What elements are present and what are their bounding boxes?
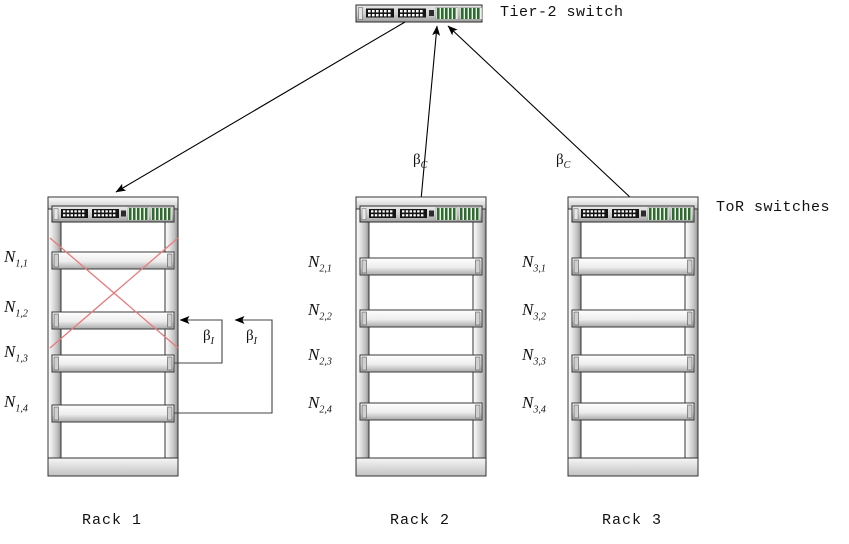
node-label-3-4: N3,4 [522, 393, 546, 415]
rack-1-server-4[interactable] [51, 404, 175, 423]
node-subscript: 2,4 [319, 404, 332, 416]
node-label-2-2: N2,2 [308, 300, 332, 322]
tier2-switch-label: Tier-2 switch [500, 4, 624, 21]
node-subscript: 3,3 [533, 356, 546, 368]
rack-3[interactable] [567, 196, 699, 477]
rack-2-server-1[interactable] [359, 257, 483, 276]
node-letter: N [522, 393, 534, 412]
node-subscript: 2,1 [319, 263, 332, 275]
node-label-1-2: N1,2 [4, 297, 28, 319]
node-letter: N [4, 297, 16, 316]
beta-symbol: β [556, 152, 564, 168]
node-label-1-1: N1,1 [4, 247, 28, 269]
node-subscript: 3,4 [533, 404, 546, 416]
beta-i-inner-label: βI [203, 328, 214, 347]
node-subscript: 1,2 [15, 308, 28, 320]
link-rack3-tier2 [447, 25, 634, 201]
rack-3-server-1[interactable] [571, 257, 695, 276]
rack-2-caption: Rack 2 [390, 512, 451, 529]
node-subscript: 3,1 [533, 263, 546, 275]
beta-c-rack2-label: βC [413, 152, 427, 171]
node-subscript: 3,2 [533, 311, 546, 323]
rack-1-server-1[interactable] [51, 251, 175, 270]
node-letter: N [522, 252, 534, 271]
rack-3-caption: Rack 3 [602, 512, 663, 529]
node-letter: N [308, 300, 320, 319]
link-tier2-rack1 [115, 21, 406, 193]
node-label-1-4: N1,4 [4, 392, 28, 414]
node-subscript: 2,3 [319, 356, 332, 368]
rack-2-server-4[interactable] [359, 402, 483, 421]
rack-3-server-3[interactable] [571, 354, 695, 373]
rack-1-caption: Rack 1 [82, 512, 143, 529]
node-label-3-2: N3,2 [522, 300, 546, 322]
node-subscript: 1,3 [15, 353, 28, 365]
node-label-3-3: N3,3 [522, 345, 546, 367]
node-letter: N [522, 345, 534, 364]
rack-1-failure-cross [49, 237, 179, 349]
beta-subscript: I [210, 336, 214, 347]
beta-subscript: C [563, 160, 571, 171]
node-label-3-1: N3,1 [522, 252, 546, 274]
beta-i-inner-path [174, 316, 223, 364]
node-label-1-3: N1,3 [4, 342, 28, 364]
node-subscript: 2,2 [319, 311, 332, 323]
rack-3-server-4[interactable] [571, 402, 695, 421]
node-letter: N [4, 247, 16, 266]
rack-1-server-3[interactable] [51, 354, 175, 373]
node-letter: N [308, 393, 320, 412]
beta-symbol: β [413, 152, 421, 168]
beta-i-outer-label: βI [246, 328, 257, 347]
rack-1-server-2[interactable] [51, 311, 175, 330]
rack-3-tor-switch[interactable] [571, 205, 695, 223]
link-rack2-tier2 [420, 25, 441, 201]
node-label-2-4: N2,4 [308, 393, 332, 415]
rack-2-server-2[interactable] [359, 309, 483, 328]
node-letter: N [308, 252, 320, 271]
beta-symbol: β [246, 328, 254, 344]
tier2-switch[interactable] [355, 4, 483, 23]
beta-symbol: β [203, 328, 211, 344]
node-subscript: 1,1 [15, 258, 28, 270]
node-label-2-1: N2,1 [308, 252, 332, 274]
rack-1-tor-switch[interactable] [51, 205, 175, 223]
node-subscript: 1,4 [15, 403, 28, 415]
beta-i-outer-path [174, 316, 273, 414]
node-letter: N [4, 392, 16, 411]
rack-2-tor-switch[interactable] [359, 205, 483, 223]
node-letter: N [308, 345, 320, 364]
node-letter: N [522, 300, 534, 319]
node-letter: N [4, 342, 16, 361]
rack-2[interactable] [355, 196, 487, 477]
rack-3-server-2[interactable] [571, 309, 695, 328]
beta-subscript: I [253, 336, 257, 347]
rack-1[interactable] [47, 196, 179, 477]
tor-switches-label: ToR switches [716, 199, 831, 216]
node-label-2-3: N2,3 [308, 345, 332, 367]
beta-c-rack3-label: βC [556, 152, 570, 171]
beta-subscript: C [420, 160, 428, 171]
rack-2-server-3[interactable] [359, 354, 483, 373]
